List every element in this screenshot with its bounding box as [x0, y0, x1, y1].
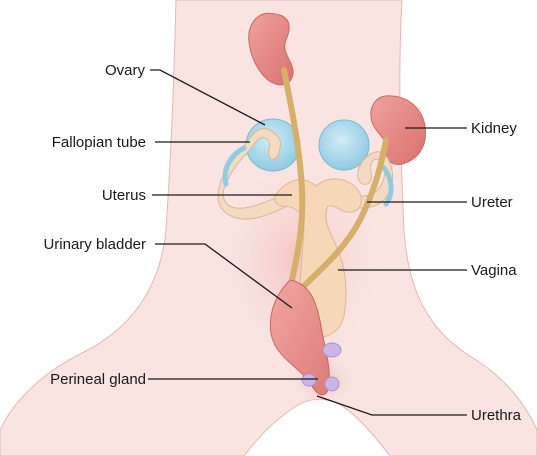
label-kidney: Kidney: [471, 120, 517, 137]
label-urinary-bladder: Urinary bladder: [43, 236, 146, 253]
label-uterus: Uterus: [102, 187, 146, 204]
label-perineal-gland: Perineal gland: [50, 371, 146, 388]
label-vagina: Vagina: [471, 262, 517, 279]
label-fallopian-tube: Fallopian tube: [52, 134, 146, 151]
perineal-gland-3: [325, 377, 339, 391]
label-ovary: Ovary: [105, 62, 146, 79]
perineal-gland-1: [323, 343, 341, 357]
perineal-gland-2: [302, 374, 316, 386]
label-urethra: Urethra: [471, 407, 522, 424]
label-ureter: Ureter: [471, 194, 513, 211]
